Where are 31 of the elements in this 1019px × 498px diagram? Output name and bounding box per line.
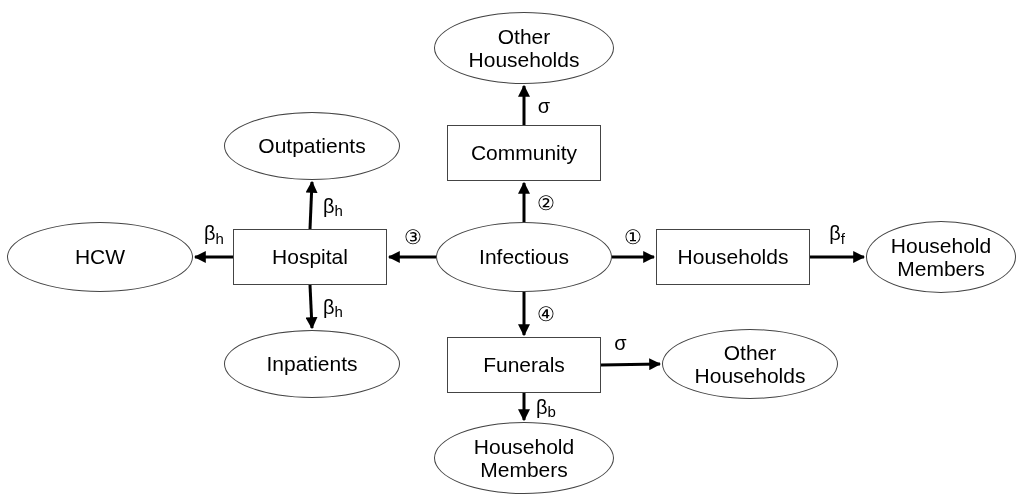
arrow [518,181,530,222]
arrow [612,251,656,263]
ellipse-node: Household Members [866,221,1016,293]
edge-label: β$_{h}$ [202,223,226,243]
edge-label: ② [535,192,557,213]
ellipse-node: Other Households [662,329,838,399]
ellipse-node: Infectious [436,222,612,292]
edge-label: β$_{f}$ [827,223,847,243]
arrow [810,251,866,263]
arrow [518,84,530,125]
arrow [305,284,318,330]
ellipse-node: Outpatients [224,112,400,180]
process-box: Funerals [447,337,601,393]
ellipse-node: Household Members [434,422,614,494]
edge-label: ④ [535,303,557,324]
edge-label: β$_{h}$ [321,195,345,216]
edge-label: β$_{b}$ [534,396,558,417]
edge-label: ① [622,227,644,247]
ellipse-node: Inpatients [224,330,400,398]
arrow [387,251,436,263]
arrow [193,251,233,263]
ellipse-node: HCW [7,222,193,292]
ellipse-node: Other Households [434,12,614,84]
process-box: Community [447,125,601,181]
arrow [305,180,318,230]
process-box: Households [656,229,810,285]
arrow [518,292,530,337]
arrow [600,358,662,371]
edge-label: β$_{h}$ [321,296,345,317]
process-box: Hospital [233,229,387,285]
arrow [518,393,530,422]
